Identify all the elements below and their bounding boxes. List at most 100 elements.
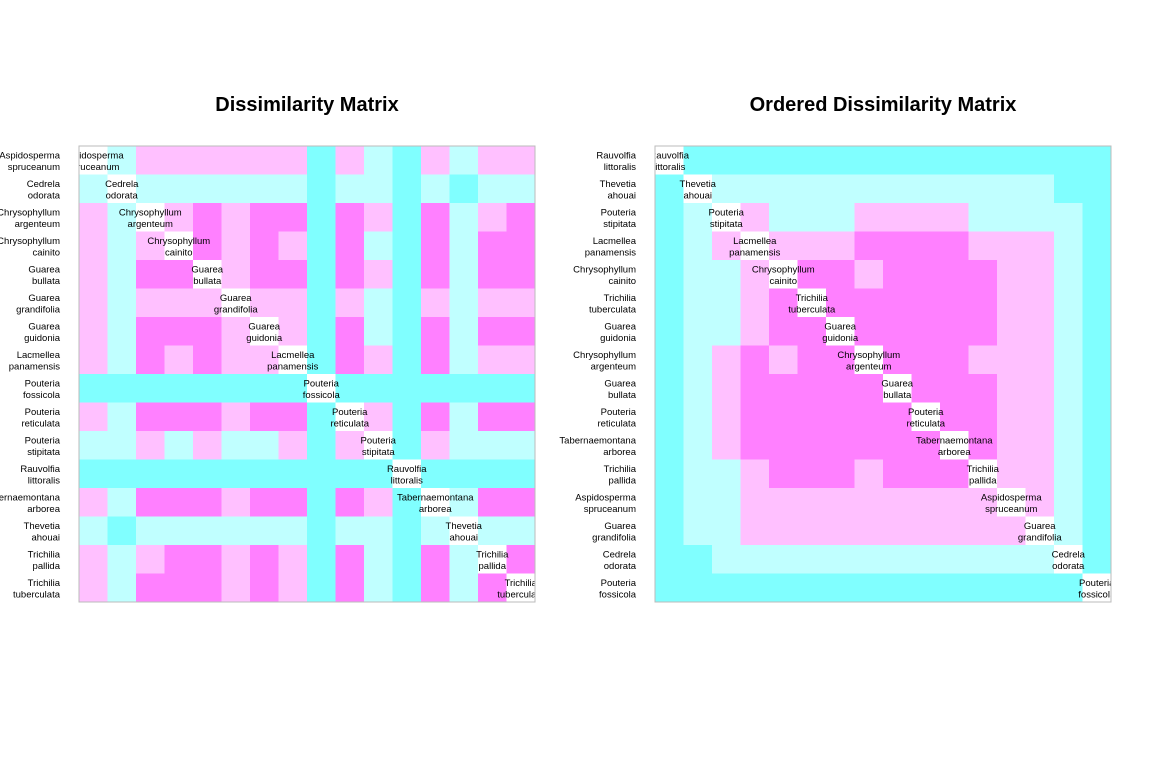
dissimilarity-cell: [193, 545, 222, 574]
ordered-dissimilarity-cell: [997, 345, 1026, 375]
ordered-dissimilarity-cell: [797, 573, 827, 602]
dissimilarity-cell: [164, 402, 194, 432]
dissimilarity-cell: [335, 203, 365, 232]
ordered-dissimilarity-cell: [769, 516, 798, 546]
ordered-dissimilarity-cell: [968, 545, 998, 574]
dissimilarity-cell: [107, 545, 137, 574]
ordered-dissimilarity-cell: [997, 573, 1026, 602]
dissimilarity-cell: [506, 545, 535, 574]
ordered-dissimilarity-cell: [940, 345, 969, 375]
ordered-dissimilarity-cell: [797, 345, 827, 375]
ordered-dissimilarity-cell: [712, 260, 741, 289]
dissimilarity-cell: [107, 146, 137, 175]
ordered-dissimilarity-cell: [769, 431, 798, 460]
ordered-dissimilarity-cell: [911, 402, 941, 432]
dissimilarity-cell: [364, 317, 393, 346]
ordered-dissimilarity-cell: [712, 288, 741, 318]
ordered-dissimilarity-cell: [1054, 488, 1083, 517]
ordered-dissimilarity-cell: [712, 431, 741, 460]
ordered-dissimilarity-cell: [740, 516, 770, 546]
dissimilarity-cell: [221, 146, 251, 175]
dissimilarity-cell: [250, 203, 279, 232]
dissimilarity-cell: [278, 516, 308, 546]
ordered-dissimilarity-cell: [1025, 431, 1055, 460]
dissimilarity-cell: [136, 288, 165, 318]
ordered-dissimilarity-cell: [940, 260, 969, 289]
dissimilarity-cell: [307, 459, 336, 489]
ordered-dissimilarity-cell: [712, 459, 741, 489]
dissimilarity-cell: [164, 516, 194, 546]
dissimilarity-cell: [421, 431, 450, 460]
dissimilarity-cell: [307, 402, 336, 432]
ordered-dissimilarity-cell: [1054, 203, 1083, 232]
dissimilarity-cell: [193, 488, 222, 517]
dissimilarity-cell: [250, 374, 279, 403]
dissimilarity-cell: [79, 488, 108, 517]
ordered-dissimilarity-cell: [997, 402, 1026, 432]
ordered-dissimilarity-cell: [826, 203, 855, 232]
dissimilarity-cell: [307, 260, 336, 289]
dissimilarity-cell: [221, 203, 251, 232]
ordered-dissimilarity-cell: [712, 573, 741, 602]
dissimilarity-cell: [506, 288, 535, 318]
ordered-dissimilarity-cell: [1054, 174, 1083, 204]
ordered-dissimilarity-cell: [797, 545, 827, 574]
dissimilarity-cell: [478, 146, 507, 175]
ordered-dissimilarity-cell: [883, 203, 912, 232]
ordered-dissimilarity-cell: [997, 146, 1026, 175]
dissimilarity-cell: [136, 174, 165, 204]
dissimilarity-cell: [478, 488, 507, 517]
ordered-dissimilarity-cell: [712, 345, 741, 375]
dissimilarity-cell: [335, 488, 365, 517]
ordered-dissimilarity-cell: [968, 431, 998, 460]
ordered-dissimilarity-cell: [1054, 402, 1083, 432]
dissimilarity-cell: [364, 260, 393, 289]
dissimilarity-cell: [79, 459, 108, 489]
dissimilarity-cell: [79, 231, 108, 261]
dissimilarity-cell: [506, 459, 535, 489]
dissimilarity-cell: [392, 345, 422, 375]
ordered-dissimilarity-cell: [655, 317, 684, 346]
dissimilarity-cell: [136, 203, 165, 232]
dissimilarity-cell: [79, 573, 108, 602]
dissimilarity-cell: [364, 231, 393, 261]
ordered-dissimilarity-cell: [968, 516, 998, 546]
ordered-dissimilarity-cell: [740, 345, 770, 375]
ordered-dissimilarity-cell: [940, 545, 969, 574]
dissimilarity-cell: [449, 488, 479, 517]
dissimilarity-cell: [449, 146, 479, 175]
dissimilarity-cell: [421, 260, 450, 289]
dissimilarity-cell: [421, 516, 450, 546]
dissimilarity-cell: [221, 402, 251, 432]
dissimilarity-cell: [307, 488, 336, 517]
dissimilarity-cell: [392, 402, 422, 432]
dissimilarity-cell: [79, 374, 108, 403]
ordered-dissimilarity-cell: [826, 260, 855, 289]
dissimilarity-cell: [164, 203, 194, 232]
dissimilarity-cell: [449, 203, 479, 232]
ordered-dissimilarity-cell: [968, 288, 998, 318]
ordered-dissimilarity-cell: [883, 488, 912, 517]
ordered-dissimilarity-cell: [911, 345, 941, 375]
dissimilarity-cell: [335, 260, 365, 289]
dissimilarity-cell: [421, 374, 450, 403]
ordered-dissimilarity-cell: [968, 573, 998, 602]
ordered-dissimilarity-cell: [826, 231, 855, 261]
dissimilarity-cell: [107, 260, 137, 289]
ordered-dissimilarity-cell: [854, 459, 884, 489]
dissimilarity-cell: [307, 288, 336, 318]
dissimilarity-cell: [136, 431, 165, 460]
dissimilarity-cell: [364, 174, 393, 204]
